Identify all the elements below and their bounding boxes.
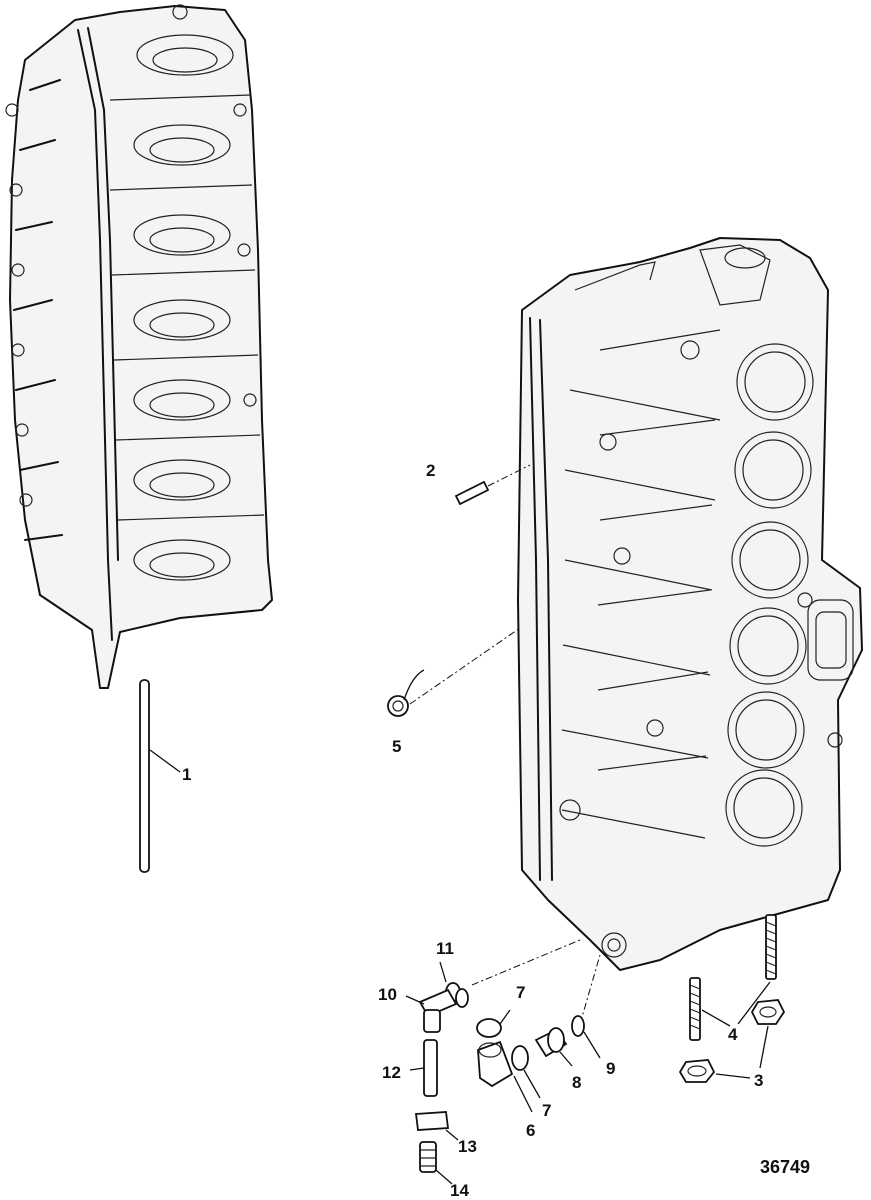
part-4-studs <box>689 914 777 1041</box>
callout-11: 11 <box>436 939 454 958</box>
callout-2: 2 <box>426 461 436 480</box>
callout-10: 10 <box>378 985 397 1004</box>
figure-number: 36749 <box>760 1157 811 1177</box>
callout-8: 8 <box>572 1073 582 1092</box>
callout-4: 4 <box>728 1025 738 1044</box>
part-1-dowel-rod <box>139 679 181 873</box>
part-3-nuts <box>678 999 786 1083</box>
callout-5: 5 <box>392 737 402 756</box>
callout-3: 3 <box>754 1071 764 1090</box>
callout-14: 14 <box>450 1181 469 1200</box>
fitting-assembly <box>405 939 601 1185</box>
right-cylinder-block <box>517 237 863 971</box>
callout-13: 13 <box>458 1137 477 1156</box>
callout-9: 9 <box>606 1059 616 1078</box>
part-5-sensor <box>387 627 521 717</box>
left-crankcase-block <box>5 4 273 689</box>
callout-1: 1 <box>182 765 192 784</box>
callout-12: 12 <box>382 1063 401 1082</box>
callout-7-lower: 7 <box>542 1101 552 1120</box>
callout-7-upper: 7 <box>516 983 526 1002</box>
callout-6: 6 <box>526 1121 536 1140</box>
part-2-dowel-pin <box>454 464 531 506</box>
